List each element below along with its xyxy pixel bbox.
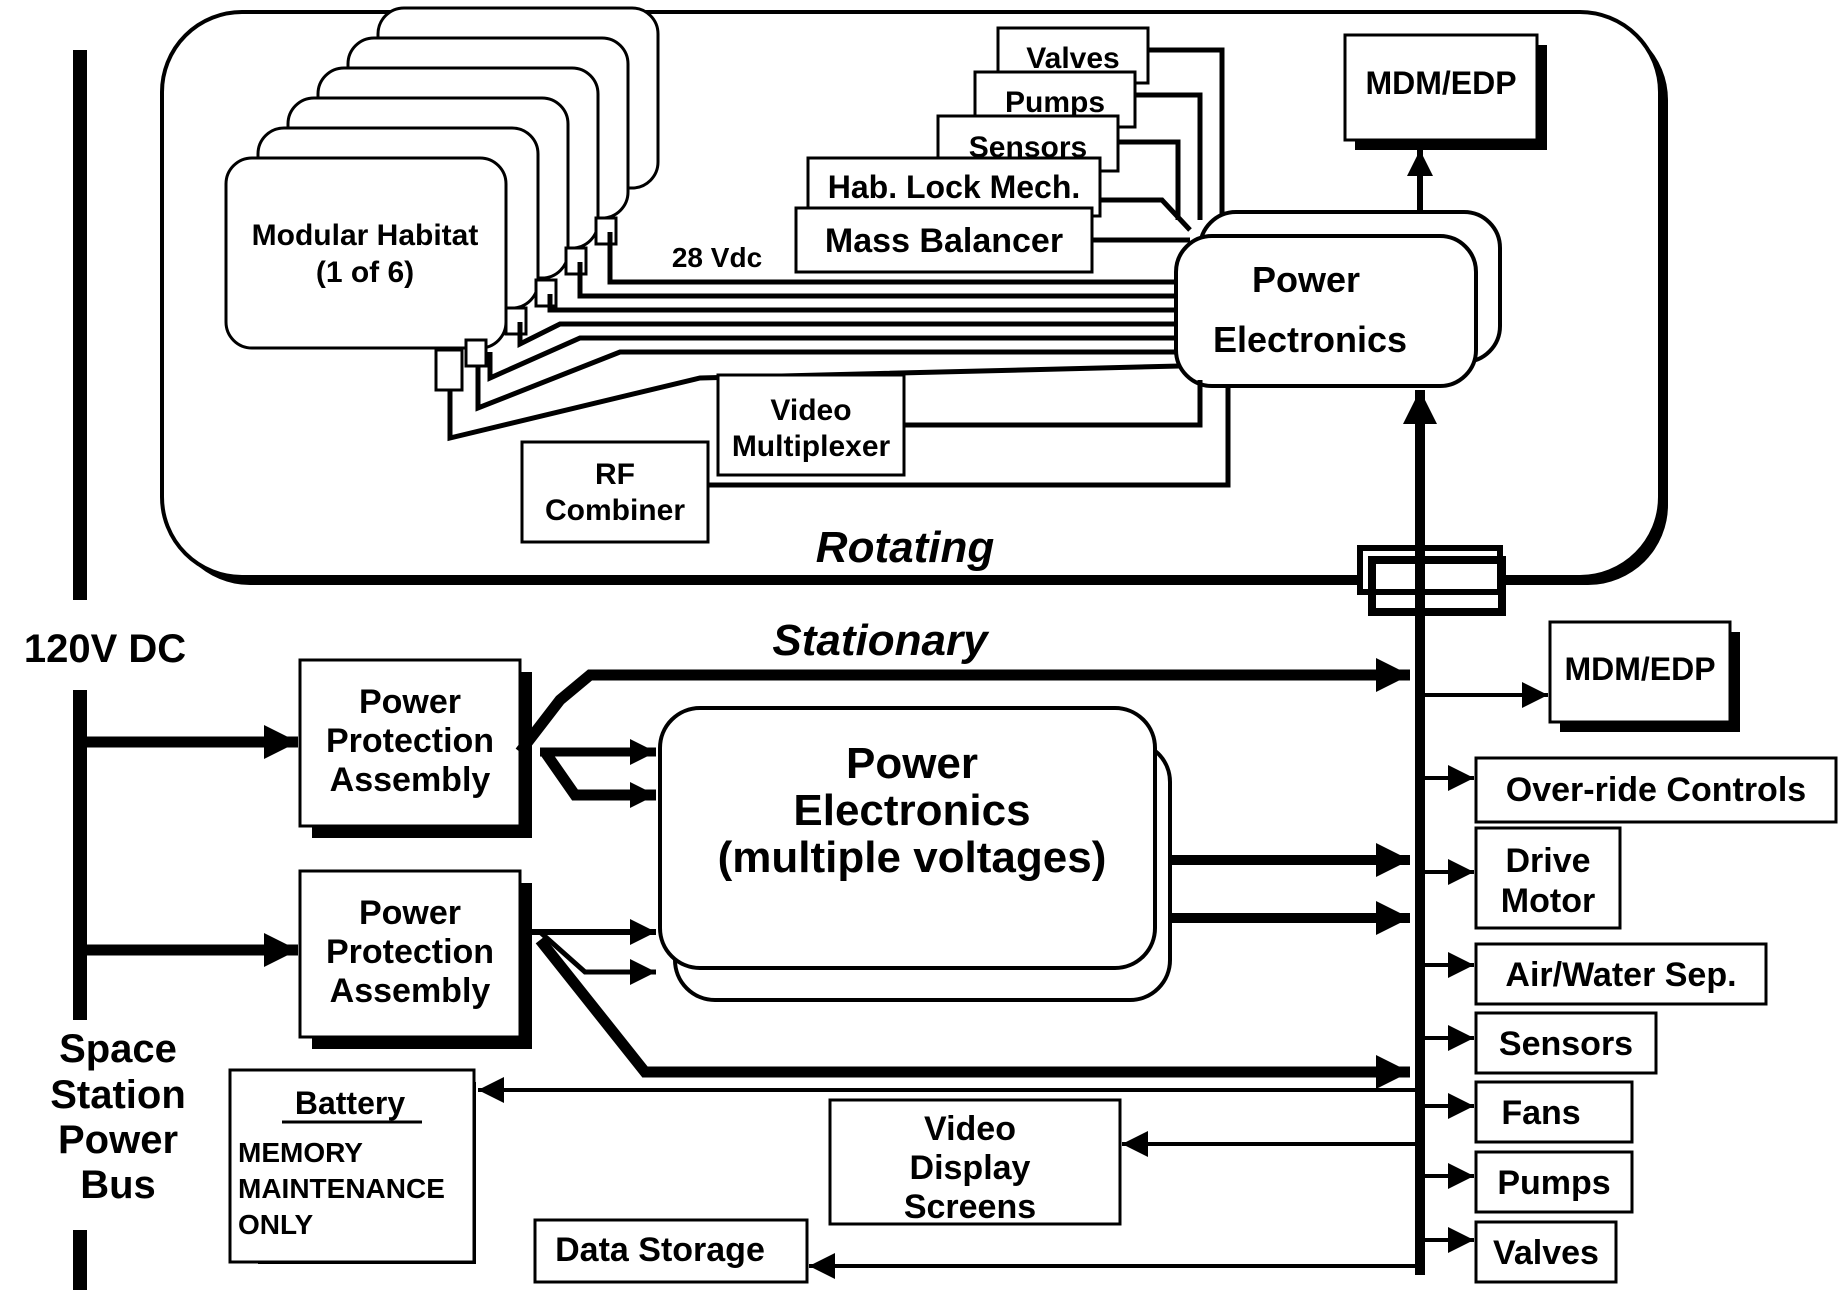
svg-text:Drive: Drive	[1505, 842, 1590, 880]
hab-lock-box: Hab. Lock Mech.	[806, 156, 1102, 218]
svg-text:Power: Power	[846, 739, 978, 788]
svg-text:Electronics: Electronics	[1213, 319, 1407, 360]
vdc-label: 28 Vdc	[672, 242, 762, 273]
rf-combiner-box: RF Combiner	[520, 440, 710, 544]
sensors-bottom-box: Sensors	[1474, 1011, 1658, 1075]
data-storage-box: Data Storage	[533, 1218, 809, 1284]
svg-text:Display: Display	[910, 1149, 1031, 1187]
svg-text:Air/Water Sep.: Air/Water Sep.	[1505, 956, 1736, 994]
svg-text:Mass Balancer: Mass Balancer	[825, 222, 1063, 260]
svg-text:(multiple voltages): (multiple voltages)	[718, 833, 1107, 882]
svg-text:Video: Video	[924, 1110, 1016, 1148]
battery-box: Battery MEMORY MAINTENANCE ONLY	[228, 1068, 476, 1264]
bus-name-label-3: Power	[58, 1118, 178, 1162]
valves-bottom-box: Valves	[1474, 1220, 1618, 1284]
modular-habitat-stack: Modular Habitat (1 of 6)	[224, 6, 660, 392]
power-electronics-rotating: Power Electronics	[1174, 210, 1502, 388]
svg-text:Hab. Lock Mech.: Hab. Lock Mech.	[828, 169, 1081, 205]
ppa1-outputs	[515, 658, 1410, 808]
video-display-box: Video Display Screens	[828, 1098, 1122, 1226]
stationary-label: Stationary	[772, 616, 990, 665]
modular-habitat-label-2: (1 of 6)	[316, 256, 414, 289]
mdm-edp-bottom: MDM/EDP	[1548, 620, 1740, 732]
bus-name-label-4: Bus	[80, 1163, 156, 1207]
svg-text:Valves: Valves	[1493, 1234, 1599, 1272]
svg-text:Power: Power	[359, 894, 461, 932]
svg-text:Motor: Motor	[1501, 882, 1595, 920]
svg-text:Pumps: Pumps	[1005, 86, 1105, 119]
svg-text:Multiplexer: Multiplexer	[732, 430, 891, 463]
svg-text:Video: Video	[770, 394, 851, 427]
power-electronics-main: Power Electronics (multiple voltages)	[658, 706, 1172, 1002]
mdm-edp-top: MDM/EDP	[1343, 33, 1547, 150]
svg-text:Power: Power	[359, 683, 461, 721]
svg-text:Over-ride Controls: Over-ride Controls	[1506, 771, 1806, 809]
ppa2-outputs	[520, 919, 1410, 1089]
svg-text:MDM/EDP: MDM/EDP	[1564, 651, 1715, 687]
svg-text:Protection: Protection	[326, 722, 494, 760]
rotary-joint	[1357, 545, 1506, 616]
air-water-sep-box: Air/Water Sep.	[1474, 942, 1768, 1006]
svg-text:Fans: Fans	[1501, 1094, 1580, 1132]
power-protection-assembly-1: Power Protection Assembly	[298, 658, 532, 838]
svg-text:Valves: Valves	[1026, 42, 1119, 75]
svg-text:Power: Power	[1252, 259, 1360, 300]
rotating-label: Rotating	[816, 523, 995, 572]
svg-text:Protection: Protection	[326, 933, 494, 971]
modular-habitat-label-1: Modular Habitat	[252, 219, 479, 252]
svg-text:Battery: Battery	[295, 1085, 405, 1121]
svg-text:Pumps: Pumps	[1497, 1164, 1610, 1202]
fans-box: Fans	[1474, 1080, 1634, 1144]
svg-text:MAINTENANCE: MAINTENANCE	[238, 1173, 445, 1204]
video-multiplexer-box: Video Multiplexer	[716, 373, 906, 477]
load-arrows	[1420, 765, 1474, 1253]
svg-text:MDM/EDP: MDM/EDP	[1365, 65, 1516, 101]
video-multiplexer-line	[904, 380, 1203, 428]
svg-text:Assembly: Assembly	[330, 761, 491, 799]
rf-combiner-line	[708, 385, 1231, 488]
svg-text:MEMORY: MEMORY	[238, 1137, 363, 1168]
device-feed-lines	[1092, 47, 1225, 243]
bus-voltage-label: 120V DC	[24, 627, 186, 671]
svg-text:RF: RF	[595, 458, 635, 491]
svg-text:Combiner: Combiner	[545, 494, 685, 527]
override-controls-box: Over-ride Controls	[1474, 756, 1838, 824]
power-protection-assembly-2: Power Protection Assembly	[298, 869, 532, 1049]
drive-motor-box: Drive Motor	[1474, 826, 1622, 930]
svg-text:Assembly: Assembly	[330, 972, 491, 1010]
svg-text:Sensors: Sensors	[1499, 1025, 1633, 1063]
bus-name-label-1: Space	[59, 1027, 177, 1071]
bus-name-label-2: Station	[50, 1073, 186, 1117]
svg-text:ONLY: ONLY	[238, 1209, 314, 1240]
mass-balancer-box: Mass Balancer	[794, 206, 1094, 274]
svg-text:Screens: Screens	[904, 1188, 1036, 1226]
pumps-bottom-box: Pumps	[1474, 1150, 1634, 1214]
svg-text:Data Storage: Data Storage	[555, 1231, 765, 1269]
svg-text:Electronics: Electronics	[793, 786, 1030, 835]
habitat-power-lines	[447, 232, 1181, 442]
